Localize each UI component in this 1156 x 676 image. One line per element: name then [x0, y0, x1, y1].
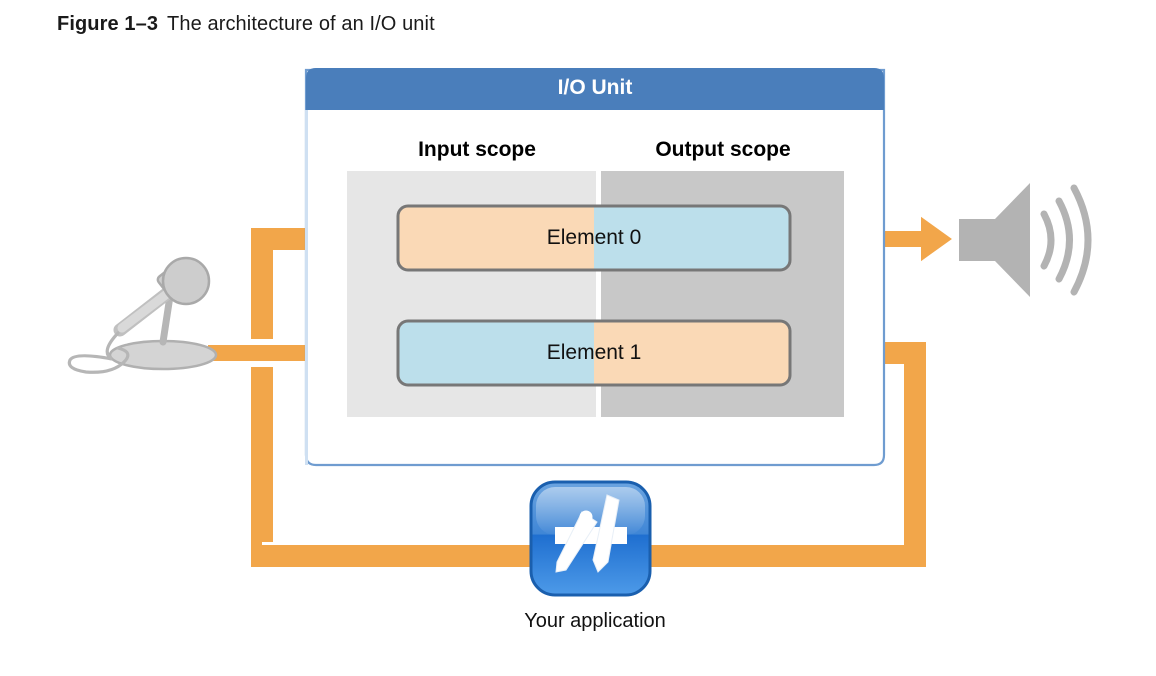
microphone-icon	[67, 256, 218, 374]
figure-number: Figure 1–3	[57, 13, 159, 35]
element-0[interactable]	[396, 204, 792, 272]
app-store-icon[interactable]	[529, 480, 652, 597]
element-1[interactable]	[396, 319, 792, 387]
io-unit-title: I/O Unit	[557, 76, 633, 99]
figure-title: The architecture of an I/O unit	[167, 13, 435, 35]
figure-caption: Figure 1–3 The architecture of an I/O uni…	[57, 13, 435, 36]
io-unit-title-bar	[306, 68, 884, 110]
speaker-icon	[959, 183, 1092, 297]
